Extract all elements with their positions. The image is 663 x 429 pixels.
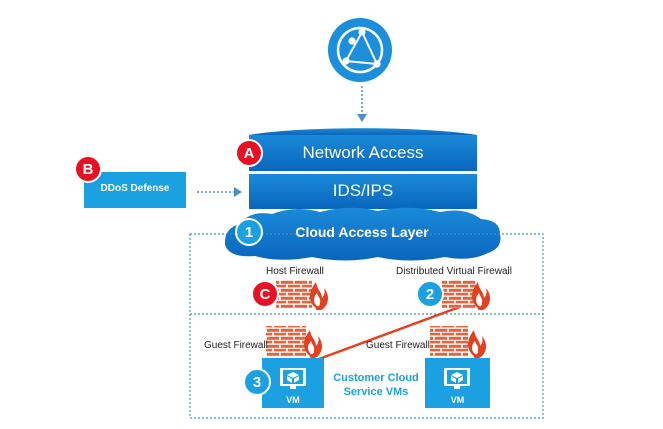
badge-3 xyxy=(243,368,271,396)
badge-c-letter: C xyxy=(259,286,271,303)
ddos-to-ids-arrow xyxy=(197,187,242,197)
vm-right-box xyxy=(425,358,490,408)
ids-ips-label: IDS/IPS xyxy=(332,181,394,200)
badge-1-number: 1 xyxy=(244,224,254,241)
internet-node xyxy=(328,18,392,82)
badge-1 xyxy=(235,218,263,246)
customer-vms-line1: Customer Cloud xyxy=(333,372,419,384)
badge-3-number: 3 xyxy=(252,374,262,391)
customer-vms-line2: Service VMs xyxy=(343,386,409,398)
badge-b-letter: B xyxy=(82,161,94,178)
internet-to-network-arrow xyxy=(357,86,367,122)
distributed-firewall-label: Distributed Virtual Firewall xyxy=(396,266,512,277)
badge-b xyxy=(74,155,102,183)
badge-a xyxy=(235,139,263,167)
host-firewall-icon xyxy=(276,280,329,311)
ids-ips-layer xyxy=(249,174,477,209)
firewall-link-line xyxy=(299,303,466,368)
network-access-label: Network Access xyxy=(302,143,424,162)
badge-2-number: 2 xyxy=(425,286,435,303)
badge-2 xyxy=(416,280,444,308)
vm-left-label: VM xyxy=(286,395,300,405)
vm-left-box xyxy=(262,358,324,408)
badge-c xyxy=(251,280,279,308)
ddos-defense-label: DDoS Defense xyxy=(100,183,170,194)
distributed-firewall-icon xyxy=(442,280,491,311)
guest-firewall-right-label: Guest Firewall xyxy=(366,340,430,351)
guest-firewall-left-label: Guest Firewall xyxy=(204,340,268,351)
vm-right-label: VM xyxy=(450,395,465,405)
host-firewall-label: Host Firewall xyxy=(266,266,324,277)
guest-firewall-left-icon xyxy=(266,326,323,359)
guest-firewall-right-icon xyxy=(430,326,487,359)
network-access-layer xyxy=(249,128,477,171)
badge-a-letter: A xyxy=(243,145,255,162)
service-boundary xyxy=(189,233,544,419)
ddos-defense-box xyxy=(84,172,186,208)
cloud-access-label: Cloud Access Layer xyxy=(295,224,429,240)
